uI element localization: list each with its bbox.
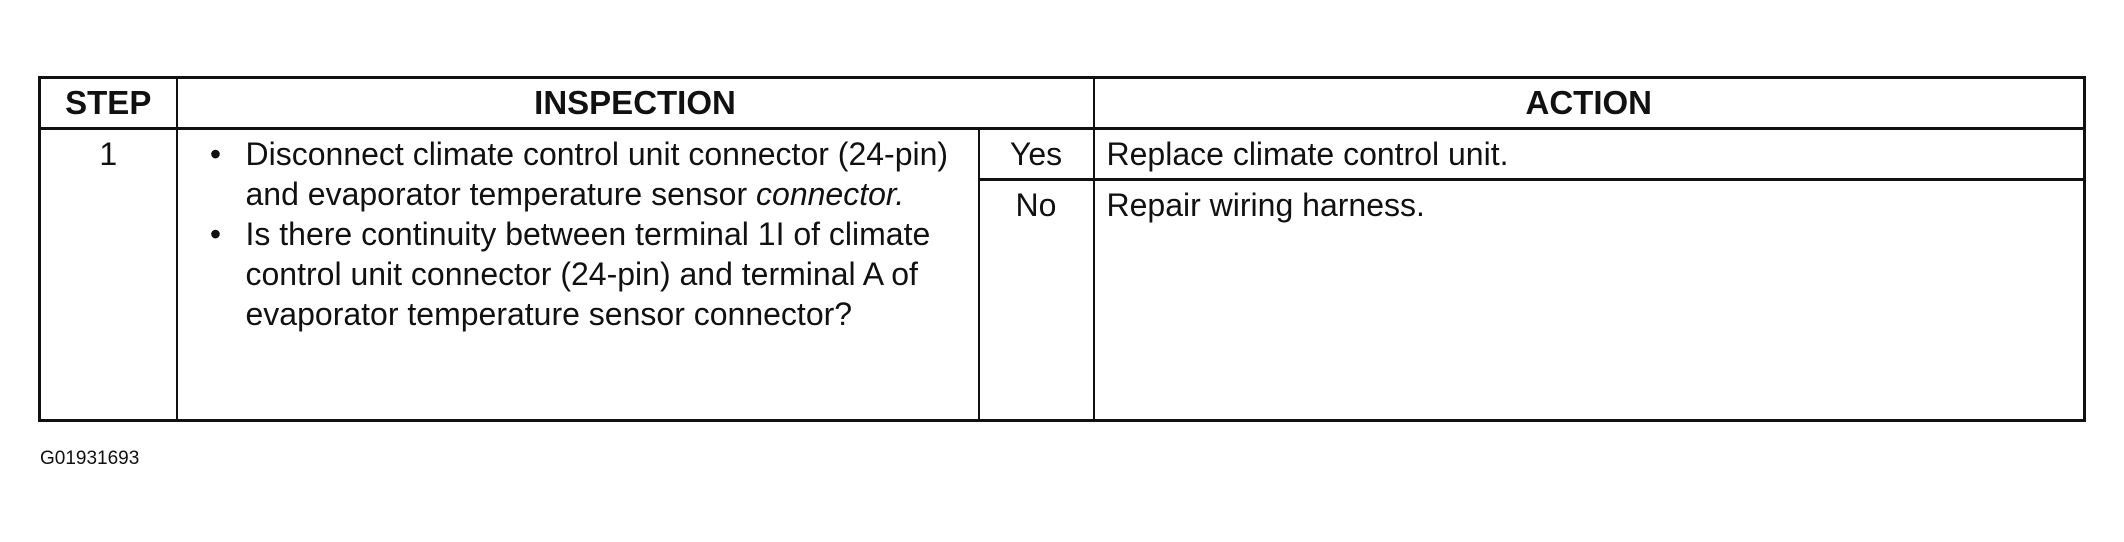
inspection-text: Is there continuity between terminal 1I … [245,216,931,332]
header-step: STEP [38,76,178,130]
inspection-cell: • Disconnect climate control unit connec… [175,127,980,422]
action-yes: Replace climate control unit. [1092,127,2086,181]
header-inspection: INSPECTION [175,76,1095,130]
answer-no: No [977,178,1095,422]
diagnostic-table: STEP INSPECTION ACTION 1 • Disconnect cl… [38,76,2086,422]
table-row: No Repair wiring harness. [40,178,2086,422]
inspection-text: Disconnect climate control unit connecto… [245,136,949,212]
header-row: STEP INSPECTION ACTION [38,76,2086,130]
bullet-icon: • [209,216,222,252]
step-number: 1 [38,127,178,422]
inspection-list: • Disconnect climate control unit connec… [178,134,970,334]
table-row: 1 • Disconnect climate control unit conn… [38,127,2086,422]
answer-yes: Yes [977,127,1095,181]
figure-id: G01931693 [40,448,140,469]
list-item: • Is there continuity between terminal 1… [178,214,970,334]
inspection-text-italic: connector. [756,176,905,212]
action-no: Repair wiring harness. [1092,178,2086,422]
header-action: ACTION [1092,76,2086,130]
bullet-icon: • [209,136,222,172]
list-item: • Disconnect climate control unit connec… [178,134,970,214]
